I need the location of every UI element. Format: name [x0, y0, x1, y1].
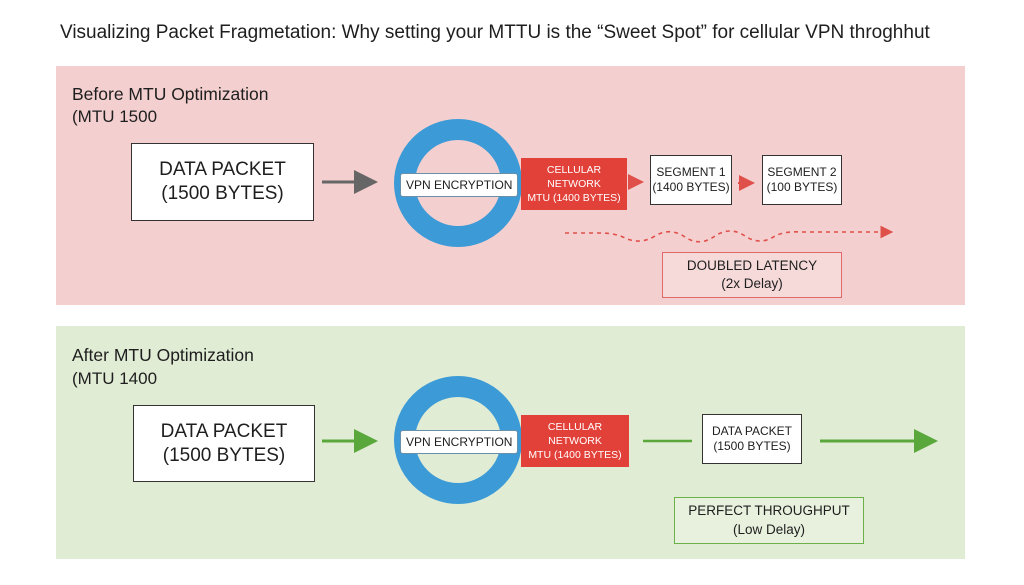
after-subheading: (MTU 1400 — [72, 369, 158, 388]
before-subheading: (MTU 1500 — [72, 107, 158, 126]
after-vpn-label: VPN ENCRYPTION — [400, 430, 519, 454]
segment-1-line2: (1400 BYTES) — [652, 180, 730, 194]
before-vpn-label: VPN ENCRYPTION — [400, 173, 519, 197]
before-packet-line1: DATA PACKET — [159, 159, 286, 181]
after-packet-line2: (1500 BYTES) — [162, 444, 286, 466]
segment-2-line1: SEGMENT 2 — [767, 165, 837, 179]
after-result-line1: DATA PACKET — [711, 424, 792, 438]
latency-line2: (2x Delay) — [721, 276, 783, 291]
diagram-title: Visualizing Packet Fragmetation: Why set… — [60, 22, 930, 43]
after-result-packet-box: DATA PACKET (1500 BYTES) — [702, 414, 802, 464]
segment-2-line2: (100 BYTES) — [766, 180, 838, 194]
throughput-line1: PERFECT THROUGHPUT — [688, 503, 850, 519]
before-heading: Before MTU Optimization — [72, 84, 269, 104]
segment-2-box: SEGMENT 2 (100 BYTES) — [762, 155, 842, 205]
before-packet-line2: (1500 BYTES) — [161, 183, 284, 204]
perfect-throughput-callout: PERFECT THROUGHPUT (Low Delay) — [674, 497, 864, 544]
after-cellular-line1: CELLULAR NETWORK — [547, 420, 603, 447]
after-cellular-network-box: CELLULAR NETWORK MTU (1400 BYTES) — [521, 415, 629, 467]
before-data-packet-box: DATA PACKET (1500 BYTES) — [131, 143, 314, 221]
doubled-latency-callout: DOUBLED LATENCY (2x Delay) — [662, 252, 842, 298]
segment-1-box: SEGMENT 1 (1400 BYTES) — [650, 155, 732, 205]
before-cellular-network-box: CELLULAR NETWORK MTU (1400 BYTES) — [521, 158, 627, 210]
before-cellular-line2: MTU (1400 BYTES) — [527, 192, 621, 205]
after-cellular-line2: MTU (1400 BYTES) — [528, 449, 622, 462]
after-result-line2: (1500 BYTES) — [713, 439, 791, 453]
before-latency-wave-arrow — [565, 225, 894, 243]
before-cellular-line1: CELLULAR NETWORK — [546, 163, 602, 190]
throughput-line2: (Low Delay) — [732, 521, 806, 537]
after-heading: After MTU Optimization — [72, 345, 254, 365]
after-packet-line1: DATA PACKET — [160, 420, 288, 442]
latency-line1: DOUBLED LATENCY — [686, 257, 818, 273]
after-data-packet-box: DATA PACKET (1500 BYTES) — [133, 405, 315, 482]
segment-1-line1: SEGMENT 1 — [656, 165, 726, 179]
